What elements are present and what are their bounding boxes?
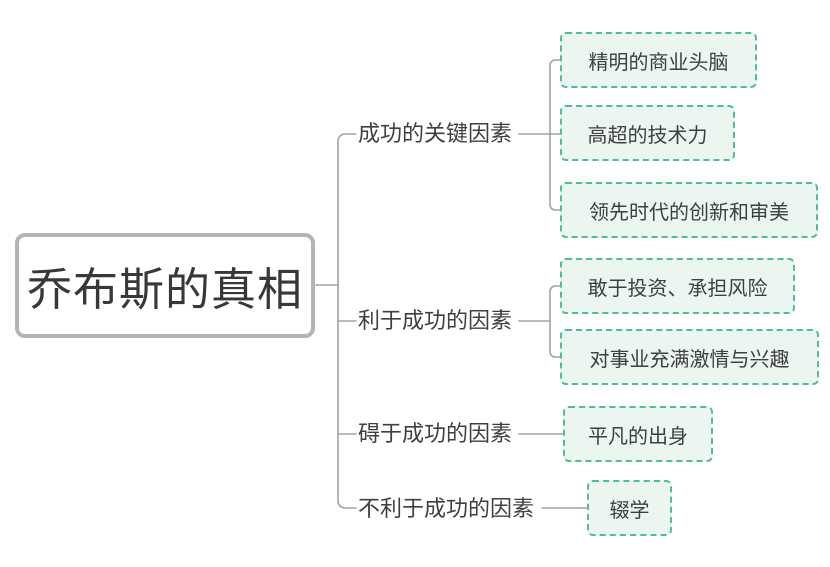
leaf-dropout[interactable]: 辍学 (587, 480, 672, 536)
leaf-business-acumen[interactable]: 精明的商业头脑 (560, 32, 757, 88)
branch-hindering-factors[interactable]: 碍于成功的因素 (358, 420, 513, 446)
leaf-technical-skill[interactable]: 高超的技术力 (560, 105, 735, 161)
connector-trunk (337, 133, 357, 509)
root-topic[interactable]: 乔布斯的真相 (15, 233, 315, 338)
branch-unfavorable-factors[interactable]: 不利于成功的因素 (358, 495, 535, 521)
leaf-ordinary-background[interactable]: 平凡的出身 (563, 406, 713, 462)
branch-favorable-factors[interactable]: 利于成功的因素 (358, 307, 513, 333)
leaf-innovation-aesthetics[interactable]: 领先时代的创新和审美 (560, 182, 818, 238)
root-topic-label: 乔布斯的真相 (26, 264, 303, 315)
branch-key-success-factors[interactable]: 成功的关键因素 (358, 120, 513, 146)
leaf-risk-taking[interactable]: 敢于投资、承担风险 (560, 258, 795, 314)
leaf-passion-interest[interactable]: 对事业充满激情与兴趣 (560, 329, 819, 385)
